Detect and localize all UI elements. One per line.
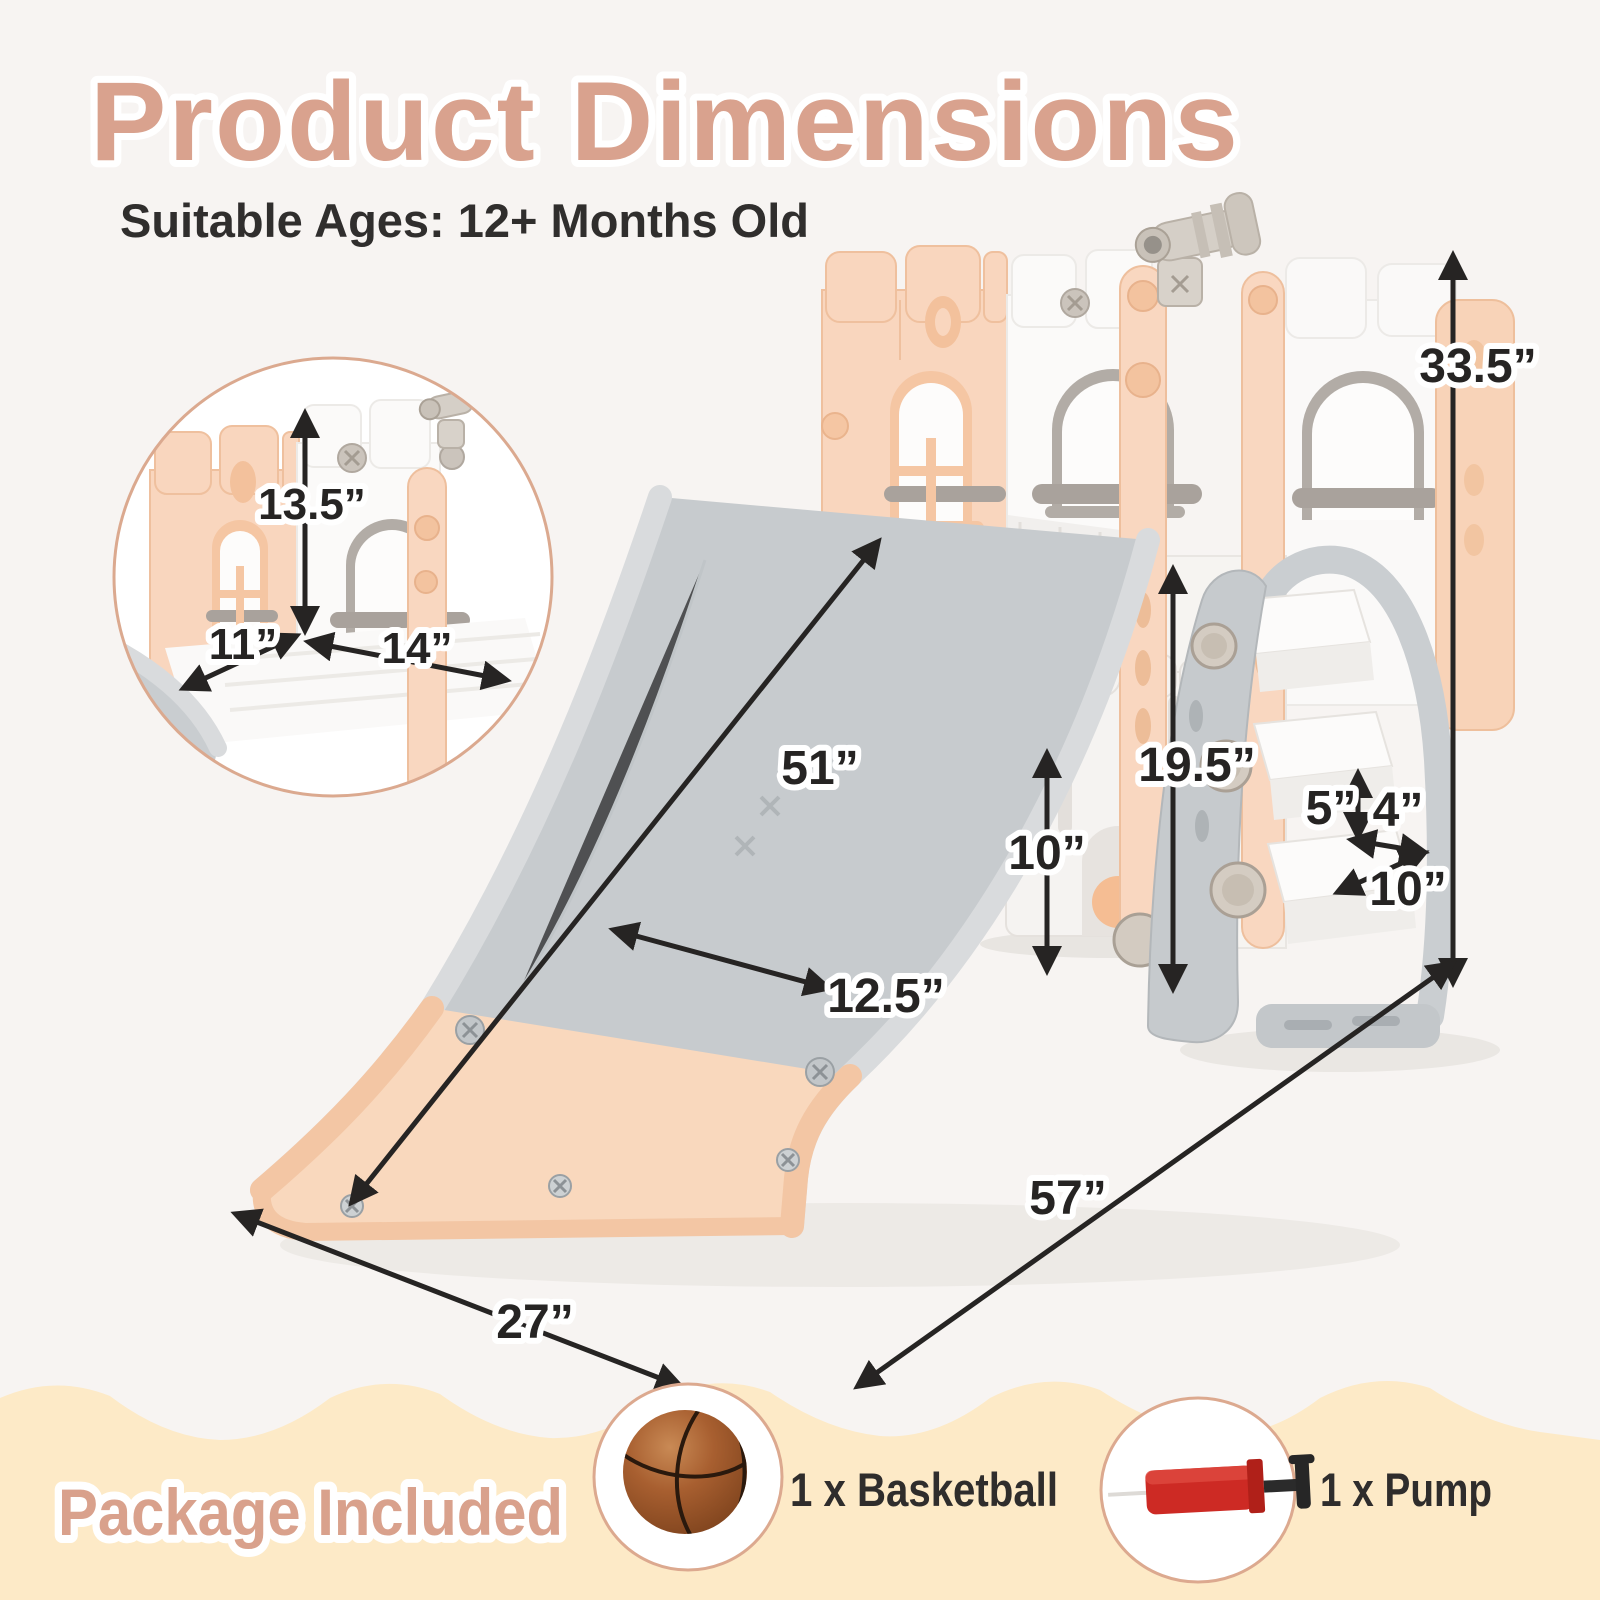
overall-width-label: 27” xyxy=(496,1296,573,1349)
overall-length-arrow xyxy=(853,960,1457,1390)
inset-depth-arrow xyxy=(178,632,302,692)
basketball-qty-label: 1 x Basketball xyxy=(790,1463,1058,1516)
dimension-arrows xyxy=(230,250,1468,1392)
step-width-label: 10” xyxy=(1369,863,1446,916)
pump-icon xyxy=(1108,1454,1315,1515)
step-depth-label: 4” xyxy=(1373,784,1424,837)
fence-height-label: 10” xyxy=(1008,827,1085,880)
telescope-icon xyxy=(1134,192,1262,307)
package-included-section: Package Included 1 x Basketball xyxy=(50,1382,1492,1584)
step-rise-label: 5” xyxy=(1306,782,1357,835)
gray-arch-window-right xyxy=(1292,371,1442,520)
inset-platform-width-label: 14” xyxy=(382,624,453,673)
inset-wall-height-label: 13.5” xyxy=(258,480,366,529)
slide-length-arrow xyxy=(348,537,882,1207)
package-heading: Package Included xyxy=(58,1475,563,1549)
castle-wall-right xyxy=(1279,257,1463,706)
overall-width-arrow xyxy=(230,1208,686,1392)
overall-height-label: 33.5” xyxy=(1419,340,1536,393)
page-title: Product Dimensions xyxy=(90,59,1240,184)
dimension-labels: 33.5” 51” 12.5” 10” 19.5” 5” 4” 10” 57” … xyxy=(490,334,1542,1355)
inset-platform-depth-label: 11” xyxy=(209,620,278,669)
window-rail-bar xyxy=(1032,484,1202,504)
page-subtitle: Suitable Ages: 12+ Months Old xyxy=(120,194,809,247)
pump-badge: 1 x Pump xyxy=(1099,1396,1492,1584)
stair-base xyxy=(1256,1004,1440,1048)
guard-rail-bar xyxy=(884,486,1006,502)
ladder-height-label: 19.5” xyxy=(1138,739,1255,792)
step-width-arrow xyxy=(1332,849,1430,896)
wall-knob xyxy=(821,412,849,440)
header: Product Dimensions Suitable Ages: 12+ Mo… xyxy=(83,52,1245,247)
slide-length-label: 51” xyxy=(781,742,858,795)
pump-qty-label: 1 x Pump xyxy=(1320,1463,1492,1516)
slide-width-label: 12.5” xyxy=(827,970,944,1023)
slide-width-arrow xyxy=(608,921,834,997)
overall-length-label: 57” xyxy=(1029,1172,1106,1225)
basketball-badge: 1 x Basketball xyxy=(592,1382,1058,1572)
